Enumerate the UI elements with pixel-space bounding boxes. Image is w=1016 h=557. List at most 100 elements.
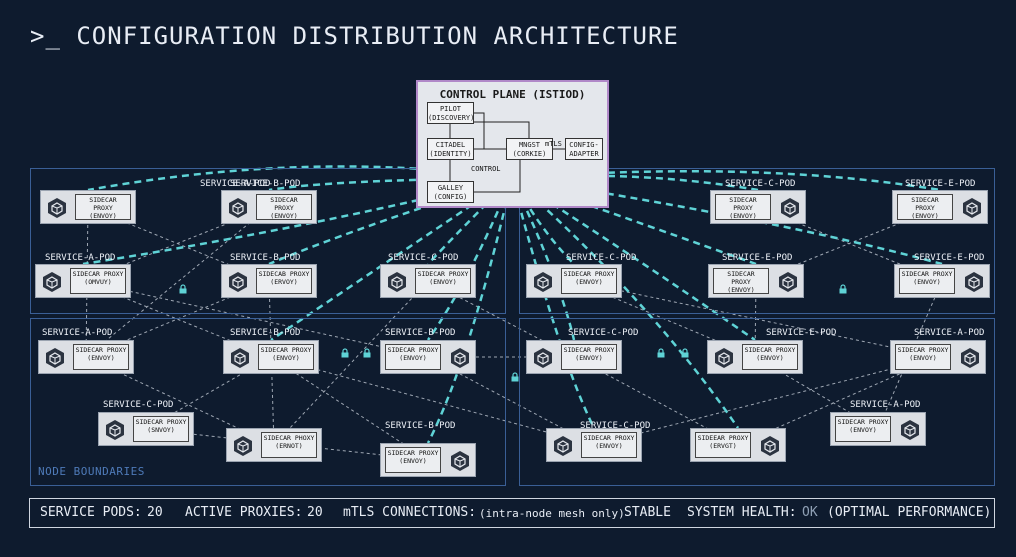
config-adapter-label: CONFIG- ADAPTER	[569, 141, 599, 158]
container-hex-icon	[715, 348, 733, 368]
sidecar-proxy: SIDECAR PROXY (ENVOY)	[581, 432, 637, 458]
pod-name-label: SERVICE-A-POD	[42, 328, 113, 338]
sidecar-proxy: SIDECAR PROXY (OMVUY)	[70, 268, 126, 294]
sidecar-proxy: SIDECAR PROXY (ENVOY)	[73, 344, 129, 370]
service-pod[interactable]: SIDECAR PROXY (ENVOY)	[526, 340, 622, 374]
sidecar-proxy-label: SIDECAB PROXY (ERVOY)	[258, 270, 310, 286]
sidecar-proxy: SIDECAR PROXY (SNVOY)	[133, 416, 189, 442]
citadel-label: CITADEL (IDENTITY)	[429, 141, 472, 158]
sidecar-proxy: SIDECAR PHOXY (ERNOT)	[261, 432, 317, 458]
config-distribution-line	[511, 174, 759, 192]
sidecar-proxy-label: SIDECAR PROXY (ENVOY)	[729, 196, 757, 220]
container-hex-icon	[106, 420, 124, 440]
sidecar-proxy-label: SIDECAR PROXY (ENVOY)	[387, 449, 439, 465]
sidecar-proxy: SIDECAR PROXY (ENVOY)	[561, 344, 617, 370]
pilot-box[interactable]: PILOT (DISCOVERY)	[427, 102, 474, 124]
container-hex-icon	[965, 272, 983, 292]
sidecar-proxy-label: SIDECAR PROXY (ENVOY)	[911, 196, 939, 220]
mesh-connection-line	[270, 356, 429, 461]
sidecar-proxy-label: SIDECAR PROXY (ENVOY)	[89, 196, 117, 220]
service-pod[interactable]: SIDECAR PROXY (ENVOY)	[708, 264, 804, 298]
node-boundary-bottom-right	[519, 318, 995, 486]
service-pod[interactable]: SIDEEAR PROXY (ERVGT)	[690, 428, 786, 462]
sidecar-proxy-label: SIDECAR PROXY (OMVUY)	[72, 270, 124, 286]
citadel-box[interactable]: CITADEL (IDENTITY)	[427, 138, 474, 160]
sidecar-proxy: SIDECAR PROXY (ENVOY)	[415, 268, 471, 294]
sidecar-proxy: SIDECAR PROXY (ENVOY)	[713, 268, 769, 294]
sidecar-proxy: SIDECAR PROXY (ENVOY)	[742, 344, 798, 370]
pod-name-label: SERVICE-B-POD	[230, 179, 301, 189]
container-hex-icon	[781, 198, 799, 218]
service-pod[interactable]: SIDECAR PROXY (ENVOY)	[38, 340, 134, 374]
service-pod[interactable]: SIDECAR PROXY (SNVOY)	[98, 412, 194, 446]
container-hex-icon	[761, 436, 779, 456]
mngst-box[interactable]: MNGST (CORKIE)	[506, 138, 553, 160]
service-pod[interactable]: SIDECAR PROXY (ENVOY)	[380, 340, 476, 374]
pod-name-label: SERVICE-C-POD	[103, 400, 174, 410]
service-pods-value: 20	[147, 505, 163, 520]
galley-box[interactable]: GALLEY (CONFIG)	[427, 181, 474, 203]
system-health-value: OK	[802, 505, 818, 520]
lock-icon	[363, 348, 371, 358]
galley-label: GALLEY (CONFIG)	[433, 184, 468, 201]
container-hex-icon	[231, 348, 249, 368]
node-boundary-top-right	[519, 168, 995, 314]
mesh-connection-line	[593, 356, 939, 446]
service-pod[interactable]: SIDECAR PROXY (ENVOY)	[890, 340, 986, 374]
pod-name-label: SERVICE-A-POD	[200, 179, 271, 189]
sidecar-proxy-label: SIDECAR PHOXY (ERNOT)	[263, 434, 315, 450]
pod-name-label: SERVICE-C-POD	[566, 253, 637, 263]
service-pod[interactable]: SIDECAR PROXY (ENVOY)	[380, 443, 476, 477]
control-label: CONTROL	[471, 165, 501, 173]
pod-name-label: SERVICE-E-POD	[914, 253, 985, 263]
container-hex-icon	[229, 198, 247, 218]
pod-name-label: SERVICE-A-POD	[850, 400, 921, 410]
config-distribution-line	[87, 165, 513, 192]
sidecar-proxy-label: SIDECAR PROXY (ENVOY)	[837, 418, 889, 434]
service-pod[interactable]: SIDECAR PROXY (ENVOY)	[380, 264, 476, 298]
service-pod[interactable]: SIDECAR PROXY (ENVOY)	[892, 190, 988, 224]
sidecar-proxy-label: SIDECAR PROXY (SNVOY)	[135, 418, 187, 434]
service-pod[interactable]: SIDECAR PROXY (ENVOY)	[546, 428, 642, 462]
container-hex-icon	[451, 451, 469, 471]
mesh-connection-line	[85, 356, 275, 446]
pod-name-label: SERVICE-E-POD	[722, 253, 793, 263]
system-health-label: SYSTEM HEALTH:	[687, 505, 797, 520]
service-pod[interactable]: SIDECAR PROXY (ENVOY)	[894, 264, 990, 298]
pod-name-label: SERVICE-A-POD	[914, 328, 985, 338]
container-hex-icon	[229, 272, 247, 292]
container-hex-icon	[901, 420, 919, 440]
sidecar-proxy: SIDECAR PROXY (ENVOY)	[256, 194, 312, 220]
container-hex-icon	[963, 198, 981, 218]
service-pod[interactable]: SIDECAR PROXY (ENVOY)	[830, 412, 926, 446]
mtls-label: mTLS	[545, 140, 562, 148]
sidecar-proxy: SIDECAR PROXY (ENVOY)	[75, 194, 131, 220]
lock-icon	[179, 284, 187, 294]
pod-name-label: SERVICE-B-POD	[385, 328, 456, 338]
service-pod[interactable]: SIDECAR PROXY (ENVOY)	[707, 340, 803, 374]
mtls-connections-value: (intra-node mesh only)	[479, 507, 625, 520]
control-plane[interactable]: CONTROL PLANE (ISTIOD) PILOT (DISCOVERY)…	[416, 80, 609, 208]
sidecar-proxy-label: SIDECAR PROXY (ENVOY)	[260, 346, 312, 362]
sidecar-proxy-label: SIDECAR PROXY (ENVOY)	[75, 346, 127, 362]
container-hex-icon	[388, 272, 406, 292]
service-pod[interactable]: SIDECAR PROXY (ENVOY)	[221, 190, 317, 224]
service-pod[interactable]: SIDECAR PROXY (OMVUY)	[35, 264, 131, 298]
sidecar-proxy-label: SIDECAR PROXY (ENVOY)	[897, 346, 949, 362]
active-proxies-value: 20	[307, 505, 323, 520]
active-proxies-label: ACTIVE PROXIES:	[185, 505, 303, 520]
service-pod[interactable]: SIDECAB PROXY (ERVOY)	[221, 264, 317, 298]
pod-name-label: SERVICE-C-POD	[388, 253, 459, 263]
service-pod[interactable]: SIDECAR PHOXY (ERNOT)	[226, 428, 322, 462]
pod-name-label: SERVICE-C-POD	[568, 328, 639, 338]
service-pod[interactable]: SIDECAR PROXY (ENVOY)	[223, 340, 319, 374]
config-adapter-box[interactable]: CONFIG- ADAPTER	[565, 138, 603, 160]
container-hex-icon	[779, 272, 797, 292]
sidecar-proxy: SIDECAR PROXY (ENVOY)	[835, 416, 891, 442]
service-pod[interactable]: SIDECAR PROXY (ENVOY)	[710, 190, 806, 224]
service-pod[interactable]: SIDECAR PROXY (ENVOY)	[40, 190, 136, 224]
service-pod[interactable]: SIDECAR PROXY (ENVOY)	[526, 264, 622, 298]
sidecar-proxy: SIDECAR PROXY (ENVOY)	[561, 268, 617, 294]
config-distribution-line	[510, 177, 596, 429]
service-pods-label: SERVICE PODS:	[40, 505, 142, 520]
